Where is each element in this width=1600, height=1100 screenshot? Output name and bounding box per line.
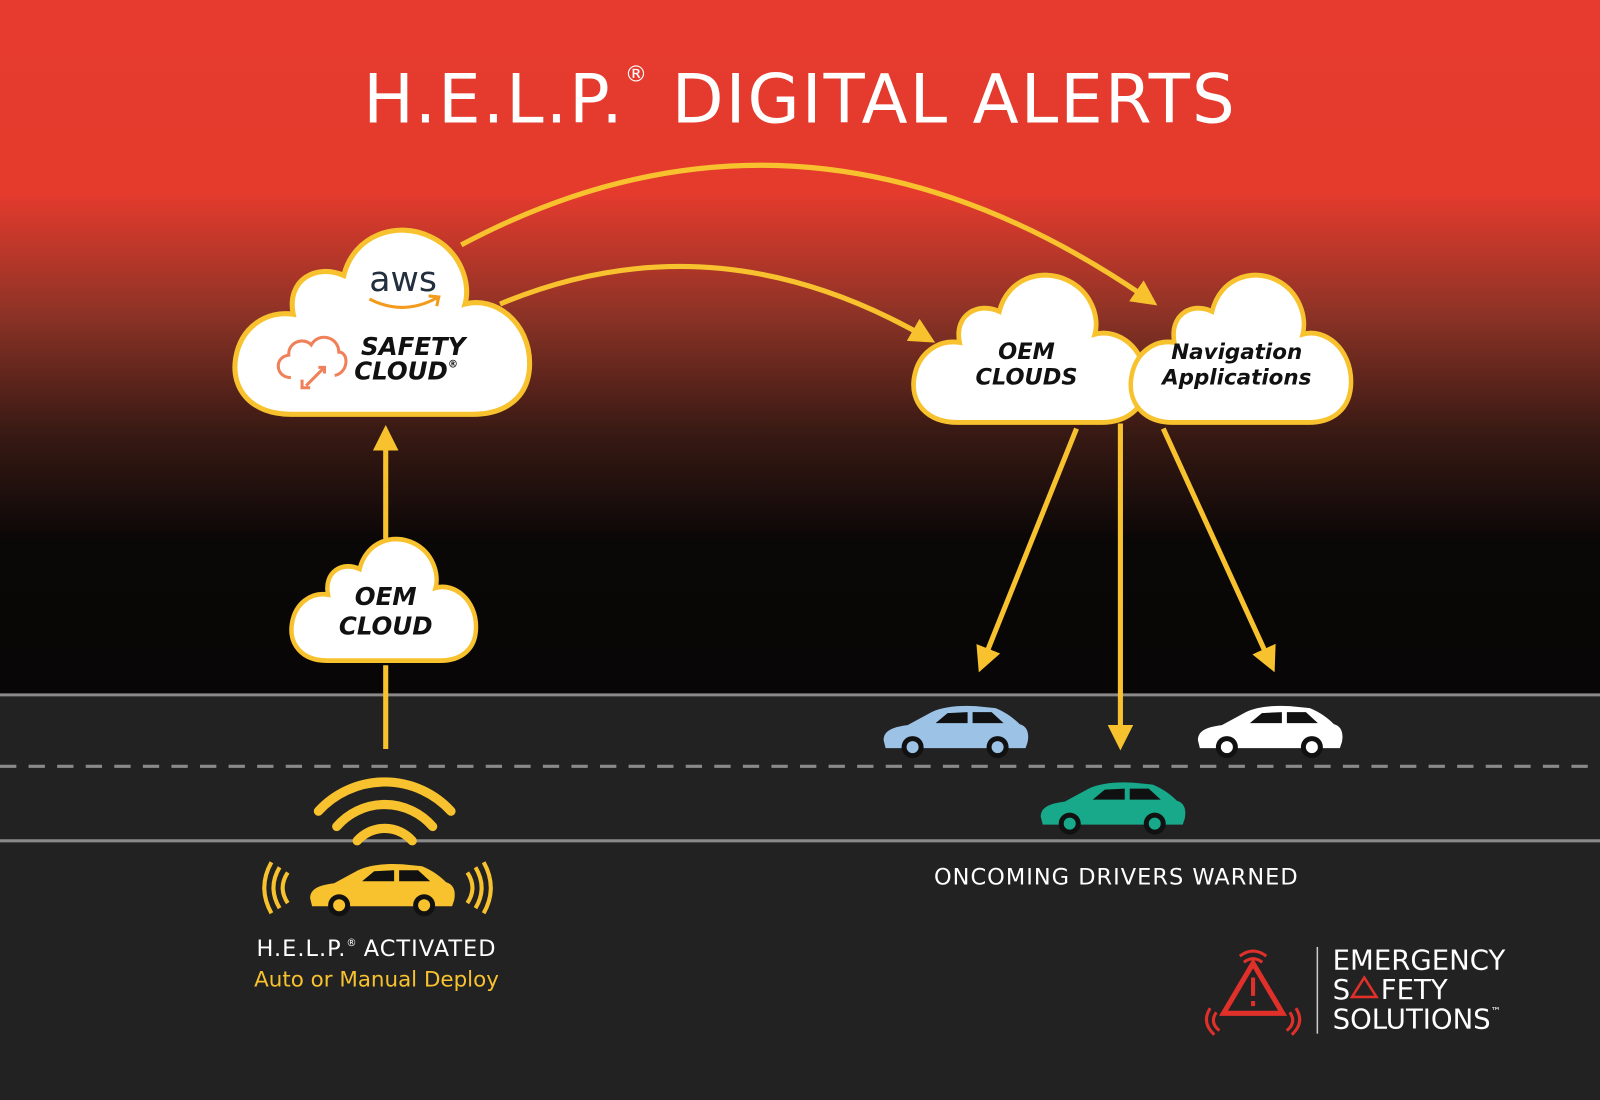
safety-cloud-label: SAFETY — [361, 332, 468, 361]
road — [0, 693, 1600, 1100]
arrow-to-blue-car — [976, 427, 1079, 673]
arrow-to-white-car — [1160, 427, 1276, 673]
arrow-safety-to-navigation — [460, 162, 1158, 306]
aws-smile-icon — [368, 294, 441, 309]
wifi-signal-icon — [313, 777, 456, 846]
svg-text:CLOUDS: CLOUDS — [976, 365, 1078, 391]
svg-text:Applications: Applications — [1160, 366, 1311, 391]
help-activated-label: H.E.L.P.®ACTIVATED — [257, 936, 497, 962]
safety-cloud-label-2: CLOUD® — [354, 357, 458, 386]
svg-text:OEM: OEM — [355, 582, 417, 611]
oem-cloud: OEM CLOUD — [291, 539, 476, 661]
aws-logo-text: aws — [369, 260, 437, 300]
signal-waves-icon — [262, 861, 493, 915]
svg-text:EMERGENCY: EMERGENCY — [1333, 944, 1506, 976]
aws-safety-cloud: aws SAFETY CLOUD® — [235, 230, 530, 414]
svg-text:Navigation: Navigation — [1171, 340, 1302, 365]
warning-triangle-icon — [1204, 949, 1302, 1036]
svg-text:SOLUTIONS™: SOLUTIONS™ — [1333, 1004, 1501, 1036]
svg-text:CLOUD: CLOUD — [339, 612, 433, 641]
safety-cloud-icon — [276, 335, 348, 390]
oncoming-drivers-warned-label: ONCOMING DRIVERS WARNED — [934, 865, 1299, 891]
svg-text:OEM: OEM — [998, 339, 1055, 365]
logo-triangle-a-icon — [1349, 975, 1379, 999]
arrow-safety-to-oem-clouds — [499, 263, 936, 343]
oem-clouds: OEM CLOUDS — [914, 275, 1146, 422]
navigation-applications-cloud: Navigation Applications — [1131, 275, 1351, 422]
page-title: H.E.L.P.®DIGITAL ALERTS — [363, 59, 1237, 138]
help-activated-subtitle: Auto or Manual Deploy — [254, 968, 499, 993]
